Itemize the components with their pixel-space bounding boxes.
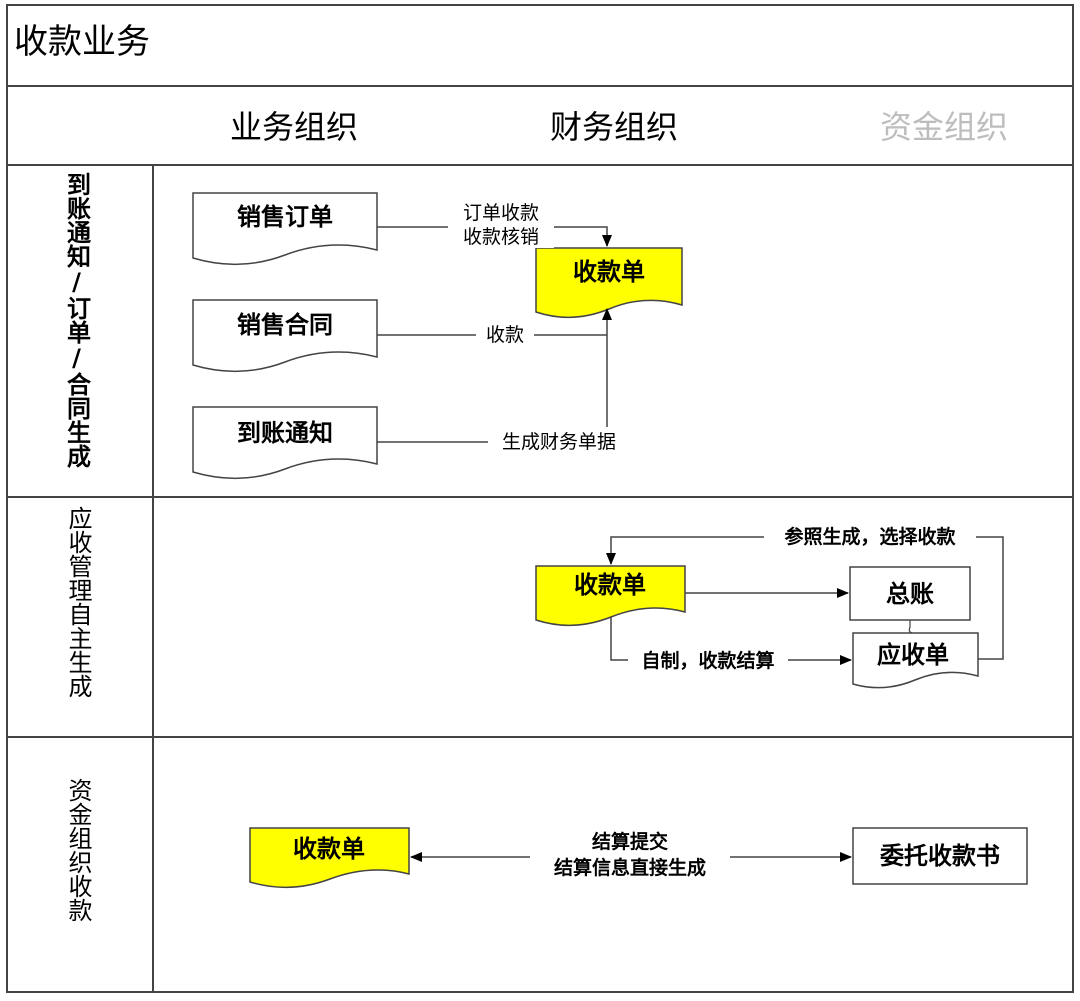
column-finance-org: 财务组织 [550, 108, 679, 146]
receivable-label: 应收单 [877, 641, 949, 669]
entrust-letter-box [852, 827, 1028, 885]
lane-label-2: 应收管理自主生成 [64, 506, 92, 698]
title-divider [6, 85, 1072, 87]
lane-divider-1 [6, 496, 1072, 498]
diagram-title: 收款业务 [14, 22, 150, 62]
sales-order-doc [192, 192, 378, 265]
sales-order-label: 销售订单 [237, 203, 333, 231]
column-business-org: 业务组织 [230, 108, 359, 146]
receipt-label-2: 收款单 [574, 571, 646, 599]
header-divider [6, 164, 1072, 166]
arrival-notice-doc [192, 406, 378, 479]
entrust-letter-label: 委托收款书 [879, 842, 1000, 870]
receipt-doc-3 [249, 827, 410, 889]
edge-label-self-made: 自制，收款结算 [641, 649, 774, 672]
receipt-label-1: 收款单 [573, 258, 645, 286]
edge-label-notice: 生成财务单据 [502, 431, 616, 453]
receipt-label-3: 收款单 [293, 835, 365, 863]
lane-label-divider [152, 165, 154, 991]
lane-label-3: 资金组织收款 [64, 778, 92, 922]
lane-label-1: 到账通知/订单/合同生成 [62, 172, 91, 468]
edge-label-contract: 收款 [486, 324, 524, 346]
lane-divider-2 [6, 736, 1072, 738]
edge-label-order-receipt: 订单收款 [463, 202, 539, 224]
column-treasury-org: 资金组织 [880, 108, 1009, 146]
edge-ledger-receivable-link [908, 620, 913, 634]
sales-contract-doc [192, 299, 378, 372]
diagram-frame [6, 4, 1074, 993]
receivable-doc [852, 632, 979, 689]
edge-label-order-writeoff: 收款核销 [463, 226, 539, 248]
edge-label-settle-generate: 结算信息直接生成 [554, 856, 706, 879]
edge-label-reference: 参照生成，选择收款 [784, 525, 956, 548]
edge-label-settle-submit: 结算提交 [592, 830, 668, 853]
sales-contract-label: 销售合同 [237, 311, 333, 339]
receipt-doc-2 [535, 565, 686, 627]
edge-receivable-back-to-receipt [606, 536, 1004, 660]
general-ledger-label: 总账 [886, 580, 934, 608]
arrival-notice-label: 到账通知 [237, 419, 333, 447]
